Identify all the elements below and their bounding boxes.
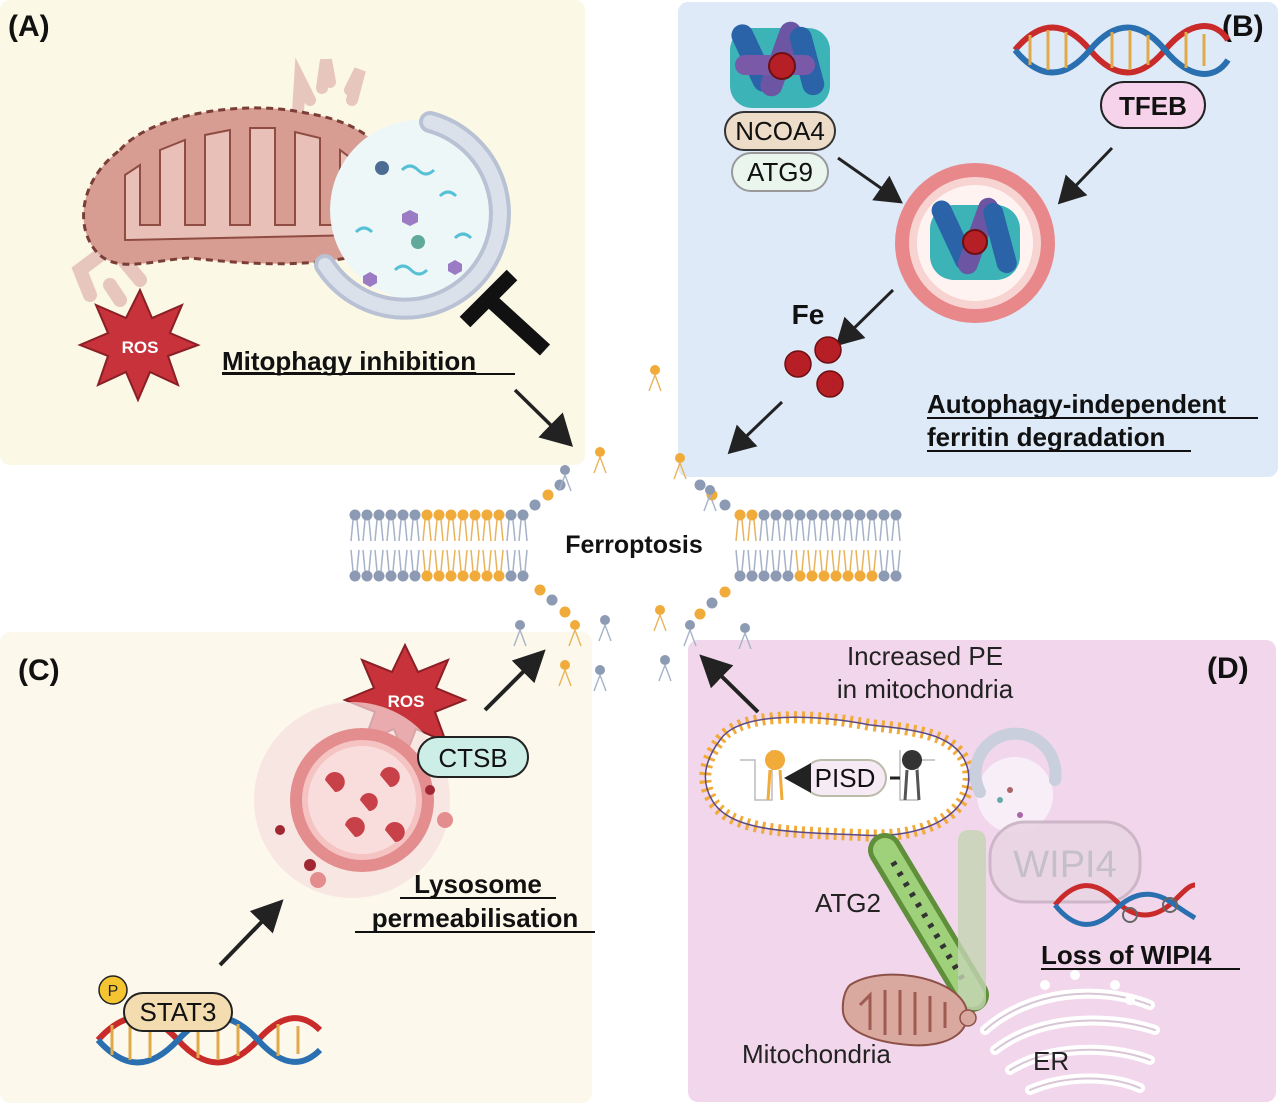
ferritin-icon <box>730 21 830 108</box>
dna-cut-icon <box>1053 882 1197 927</box>
damaged-mitochondrion-icon <box>71 57 397 307</box>
er-icon <box>980 970 1160 1095</box>
panel-c-letter: (C) <box>18 654 60 687</box>
arrow-stat3-to-lysosome <box>218 899 284 967</box>
dna-icon-b <box>1012 23 1231 77</box>
pisd-label: PISD <box>815 763 876 793</box>
arrow-c-to-ferroptosis <box>483 649 546 712</box>
panel-d-letter: (D) <box>1207 652 1249 685</box>
ncoa4-pill <box>724 111 836 151</box>
increased-pe-line2: in mitochondria <box>837 674 1014 704</box>
er-label: ER <box>1033 1046 1069 1076</box>
caption-b-line2: ferritin degradation <box>927 422 1165 452</box>
mitochondrion-icon <box>841 973 977 1047</box>
arrow-lysosome-to-fe <box>835 288 895 347</box>
ros-label-a: ROS <box>122 338 159 357</box>
caption-mitophagy-inhibition: Mitophagy inhibition <box>222 346 476 376</box>
panel-a: (A) ROS Mitop <box>8 10 573 447</box>
increased-pe-line1: Increased PE <box>847 641 1003 671</box>
iron-ions-icon <box>784 336 844 398</box>
stat3-pill <box>123 992 233 1032</box>
atg9-pill <box>731 152 829 192</box>
ferroptosis-label: Ferroptosis <box>565 531 703 559</box>
wipi4-label: WIPI4 <box>1013 844 1116 886</box>
ncoa4-label: NCOA4 <box>735 116 825 146</box>
ctsb-label: CTSB <box>438 743 507 773</box>
panel-d: (D) Increased PE in mitochondria PISD AT… <box>699 641 1249 1095</box>
caption-b-line1: Autophagy-independent <box>927 389 1226 419</box>
lysosome-permeabilised-icon <box>254 702 453 898</box>
phagophore-icon <box>969 727 1062 833</box>
arrow-d-to-ferroptosis <box>699 654 760 714</box>
lysosome-ferritin-icon <box>895 163 1055 323</box>
phosphate-label: P <box>108 983 119 1000</box>
panel-c: (C) ROS CTSB Lysosome permeabilisation <box>18 642 595 1066</box>
wipi4-faded-blob <box>988 820 1142 904</box>
ros-label-c: ROS <box>388 692 425 711</box>
panel-b: (B) NCOA4 ATG9 TFEB <box>724 10 1264 455</box>
fe-label: Fe <box>792 299 825 330</box>
scattered-lipids <box>513 365 752 692</box>
ctsb-pill <box>417 736 529 778</box>
phosphate-badge <box>98 975 128 1005</box>
arrow-tfeb-to-lysosome <box>1057 146 1114 205</box>
atg2-label: ATG2 <box>815 888 881 918</box>
atg2-tube-icon <box>868 830 989 1012</box>
lipid-membrane <box>349 479 902 620</box>
autophagosome-icon <box>314 111 511 320</box>
panel-a-letter: (A) <box>8 10 50 43</box>
atg9-label: ATG9 <box>747 157 813 187</box>
tfeb-label: TFEB <box>1119 91 1187 121</box>
mitochondria-label: Mitochondria <box>742 1039 891 1069</box>
ros-burst-icon: ROS <box>77 287 201 403</box>
caption-c-line1: Lysosome <box>414 869 542 899</box>
caption-c-line2: permeabilisation <box>372 903 579 933</box>
arrow-a-to-ferroptosis <box>513 388 573 447</box>
stat3-label: STAT3 <box>139 997 216 1027</box>
caption-loss-of-wipi4: Loss of WIPI4 <box>1041 940 1212 970</box>
arrow-b-to-ferroptosis <box>727 400 784 455</box>
arrow-ncoa4-to-lysosome <box>837 156 903 204</box>
inhibition-t-icon <box>459 269 551 356</box>
tfeb-pill <box>1100 81 1206 129</box>
